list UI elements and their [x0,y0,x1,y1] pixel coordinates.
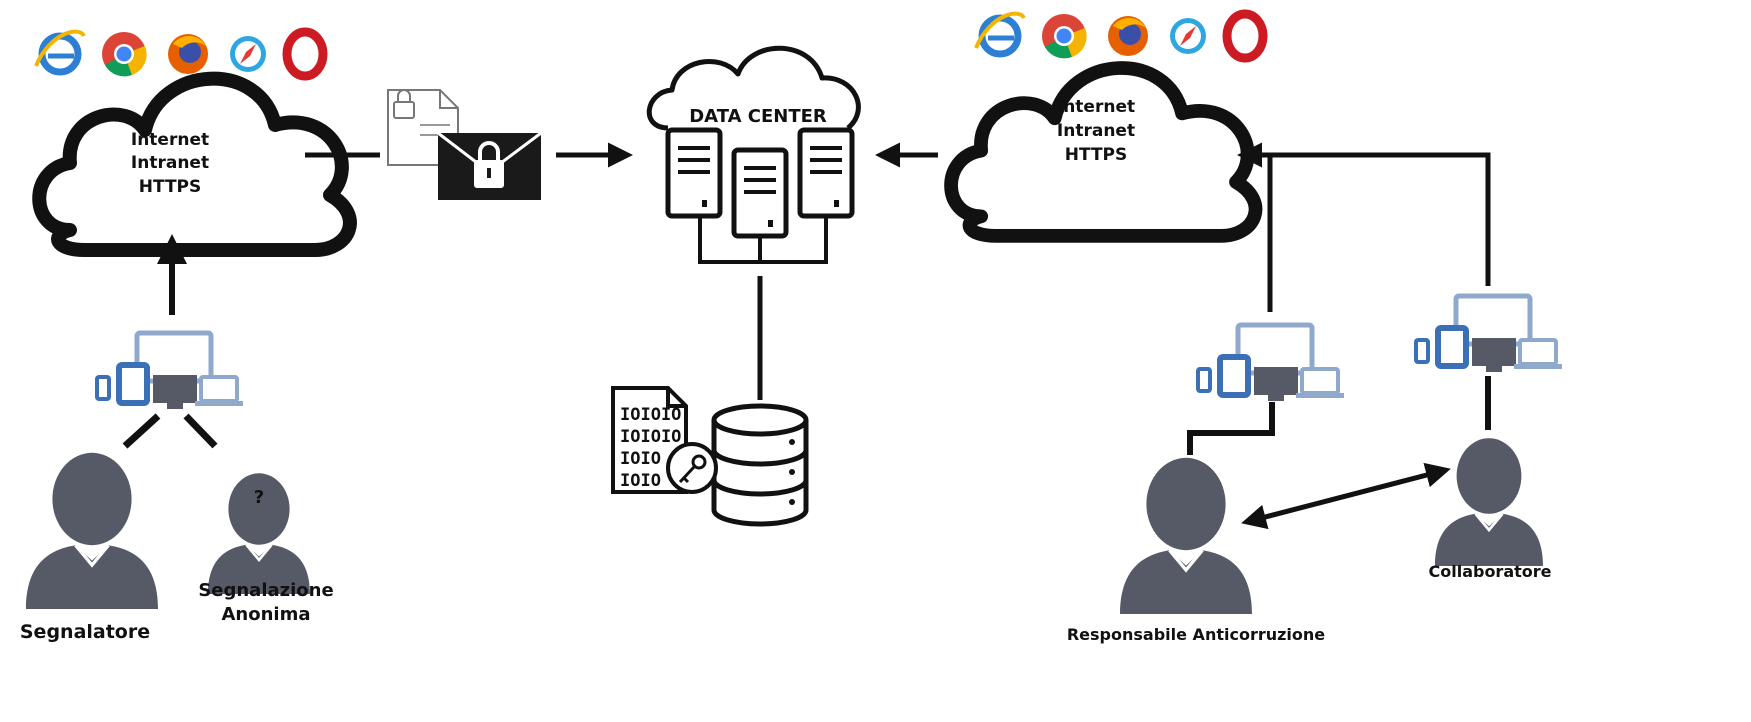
right-cloud-text-2: Intranet [1057,121,1135,141]
label-anonima-2: Anonima [222,604,311,625]
split-line-left [122,413,161,449]
person-segnalatore [24,451,160,611]
left-cloud-text-1: Internet [131,130,209,150]
encrypted-envelope-icon [437,131,542,200]
devices-to-right-cloud-connector [1242,155,1491,312]
label-responsabile: Responsabile Anticorruzione [1067,625,1325,644]
label-collaboratore: Collaboratore [1428,562,1551,581]
left-cloud-text-3: HTTPS [139,177,202,197]
binary-line-3: IOIO [620,449,661,469]
server-right [800,130,852,216]
right-browser-row [976,14,1263,59]
left-devices [97,333,243,409]
label-anonima-1: Segnalazione [198,580,333,601]
server-connections [698,216,828,264]
responsabile-device-connector [1187,402,1275,455]
left-browser-row [36,32,323,77]
split-line-right [183,413,218,449]
key-icon [666,442,718,494]
collaboratore-devices [1416,296,1562,372]
binary-line-2: IOIOIO [620,427,681,447]
data-center-cloud [646,45,861,131]
label-segnalatore: Segnalatore [20,621,150,643]
binary-line-4: IOIO [620,471,661,491]
responsabile-devices [1198,325,1344,401]
right-cloud-text-1: Internet [1057,97,1135,117]
data-center-label: DATA CENTER [689,106,827,127]
binary-line-1: IOIOIO [620,405,681,425]
server-left [668,130,720,216]
anonymous-question-mark: ? [254,487,264,508]
person-responsabile [1118,456,1254,616]
database-icon [711,403,809,527]
person-collaboratore [1433,436,1545,568]
left-cloud-text-2: Intranet [131,153,209,173]
server-center [734,150,786,236]
bidirectional-arrow [1241,462,1451,530]
right-cloud-text-3: HTTPS [1065,145,1128,165]
